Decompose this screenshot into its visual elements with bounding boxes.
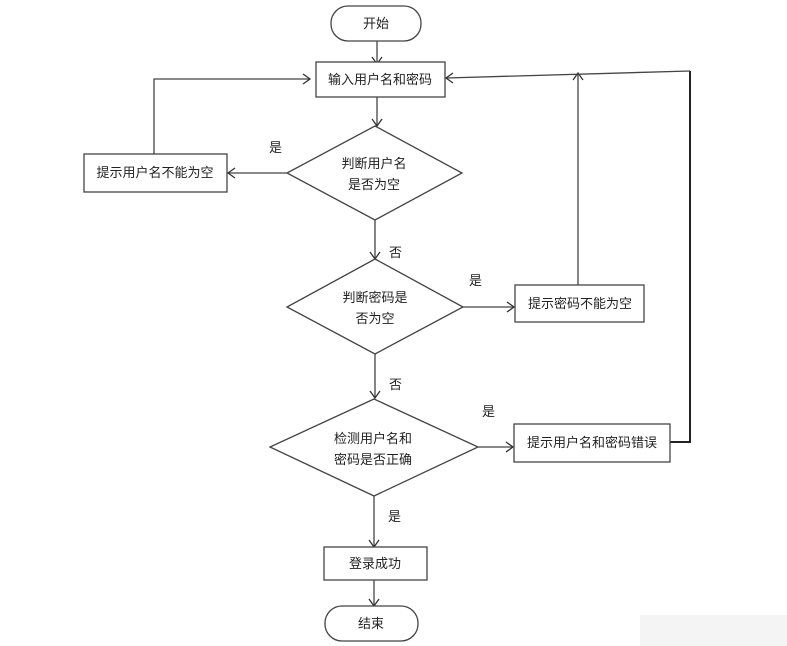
node-password-empty-label: 提示密码不能为空 bbox=[528, 296, 632, 312]
node-start: 开始 bbox=[330, 5, 422, 42]
decision-shape bbox=[285, 258, 465, 355]
node-wrong-label: 提示用户名和密码错误 bbox=[527, 435, 657, 451]
label-verify-yes-right: 是 bbox=[482, 405, 495, 420]
edge-success-to-end bbox=[368, 580, 380, 608]
edge-start-to-input bbox=[371, 41, 383, 66]
node-input: 输入用户名和密码 bbox=[315, 61, 446, 98]
node-check-password-line2: 否为空 bbox=[355, 312, 394, 327]
decision-shape bbox=[268, 398, 480, 497]
node-success-label: 登录成功 bbox=[349, 557, 401, 572]
node-check-password: 判断密码是 否为空 bbox=[285, 258, 465, 355]
edge-input-to-check-username bbox=[371, 97, 383, 128]
node-check-username-line1: 判断用户名 bbox=[341, 156, 406, 172]
background-fade bbox=[640, 615, 787, 646]
edge-password-no bbox=[369, 354, 381, 400]
node-check-username-line2: 是否为空 bbox=[348, 178, 400, 193]
edge-username-no bbox=[369, 220, 381, 261]
edge-username-yes bbox=[226, 167, 289, 179]
node-verify-line2: 密码是否正确 bbox=[334, 452, 412, 468]
node-username-empty: 提示用户名不能为空 bbox=[83, 153, 228, 193]
node-username-empty-label: 提示用户名不能为空 bbox=[96, 165, 213, 181]
node-start-label: 开始 bbox=[363, 17, 389, 32]
edge-verify-yes-down bbox=[368, 496, 380, 549]
decision-shape bbox=[285, 125, 464, 221]
node-input-label: 输入用户名和密码 bbox=[328, 72, 432, 88]
node-end: 结束 bbox=[324, 605, 419, 642]
node-end-label: 结束 bbox=[358, 617, 384, 632]
label-verify-yes-down: 是 bbox=[388, 510, 401, 525]
terminator-shape bbox=[324, 605, 419, 642]
process-shape bbox=[513, 423, 671, 463]
node-check-password-line1: 判断密码是 bbox=[342, 290, 407, 306]
node-password-empty: 提示密码不能为空 bbox=[514, 284, 645, 323]
edge-verify-yes-right bbox=[478, 441, 515, 453]
process-shape bbox=[315, 61, 446, 98]
label-username-yes: 是 bbox=[269, 141, 282, 156]
process-shape bbox=[83, 153, 228, 193]
edge-password-empty-to-input bbox=[572, 71, 584, 285]
edge-username-empty-to-input bbox=[153, 73, 312, 154]
edge-wrong-to-input bbox=[444, 70, 691, 443]
node-verify: 检测用户名和 密码是否正确 bbox=[268, 398, 480, 497]
edge-password-yes bbox=[463, 301, 516, 313]
node-check-username: 判断用户名 是否为空 bbox=[285, 125, 464, 221]
label-username-no: 否 bbox=[389, 246, 402, 261]
label-password-yes: 是 bbox=[469, 274, 482, 289]
process-shape bbox=[323, 546, 428, 581]
label-password-no: 否 bbox=[389, 378, 402, 393]
node-wrong: 提示用户名和密码错误 bbox=[513, 423, 671, 463]
terminator-shape bbox=[330, 5, 422, 42]
node-success: 登录成功 bbox=[323, 546, 428, 581]
node-verify-line1: 检测用户名和 bbox=[334, 431, 412, 447]
process-shape bbox=[514, 284, 645, 323]
